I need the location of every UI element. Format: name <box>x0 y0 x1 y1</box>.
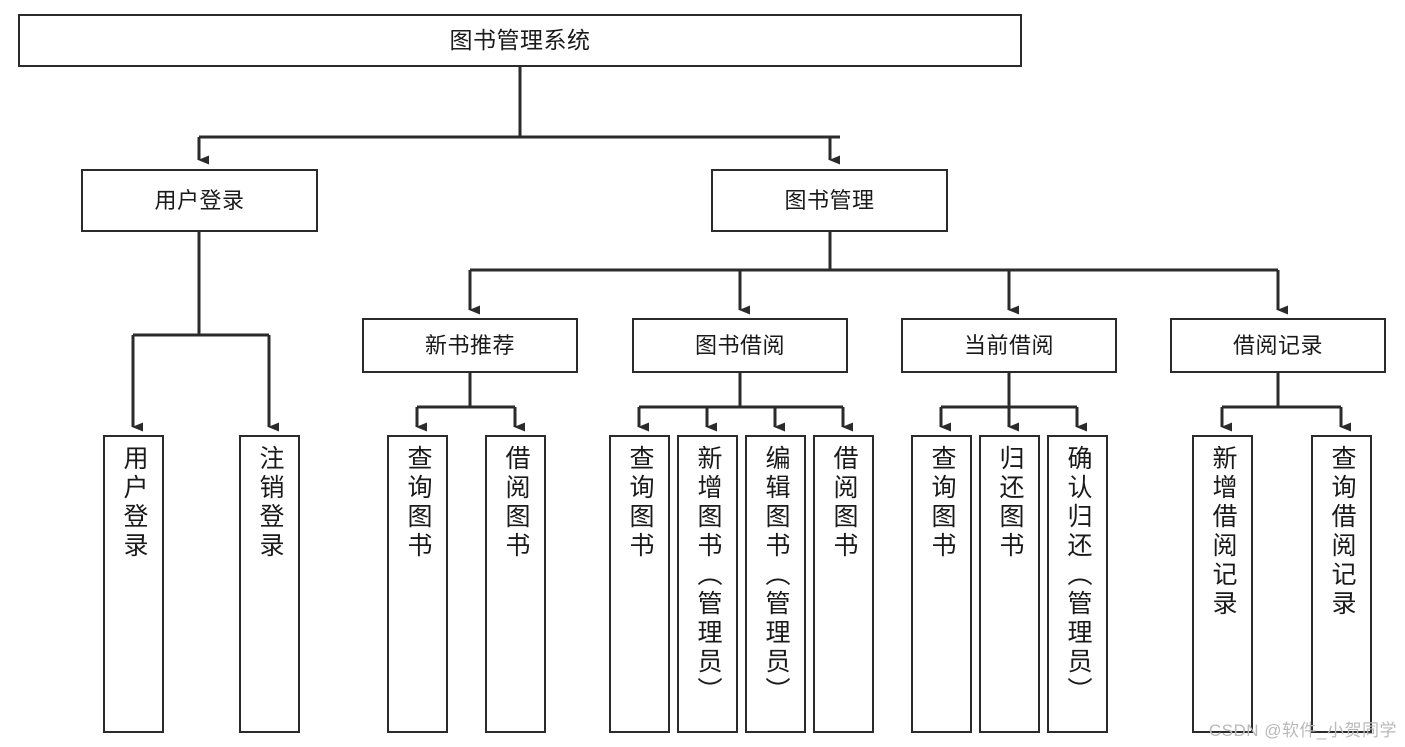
node-label: 图书管理系统 <box>449 26 591 53</box>
node-label: 查询图书 <box>626 445 654 561</box>
node-label: 用户登录 <box>154 187 245 213</box>
node-label: 查询借阅记录 <box>1328 445 1356 619</box>
node-book-borrowing[interactable]: 图书借阅 <box>632 318 848 373</box>
leaf-borrow-book-borrowing[interactable]: 借阅图书 <box>813 435 874 733</box>
node-label: 用户登录 <box>120 445 148 561</box>
leaf-query-borrow-record[interactable]: 查询借阅记录 <box>1311 435 1372 733</box>
node-label: 编辑图书（管理员） <box>762 445 790 706</box>
node-label: 图书管理 <box>784 187 875 213</box>
leaf-add-book-admin[interactable]: 新增图书（管理员） <box>677 435 738 733</box>
node-current-borrowing[interactable]: 当前借阅 <box>901 318 1117 373</box>
leaf-edit-book-admin[interactable]: 编辑图书（管理员） <box>745 435 806 733</box>
node-label: 借阅记录 <box>1232 332 1323 358</box>
leaf-return-book[interactable]: 归还图书 <box>979 435 1040 733</box>
leaf-query-book-current[interactable]: 查询图书 <box>911 435 972 733</box>
node-label: 新增图书（管理员） <box>694 445 722 706</box>
node-label: 借阅图书 <box>830 445 858 561</box>
node-label: 查询图书 <box>404 445 432 561</box>
node-new-book-recommendation[interactable]: 新书推荐 <box>362 318 578 373</box>
leaf-query-book-borrowing[interactable]: 查询图书 <box>609 435 670 733</box>
node-book-management[interactable]: 图书管理 <box>711 169 948 232</box>
node-label: 借阅图书 <box>502 445 530 561</box>
node-user-login[interactable]: 用户登录 <box>81 169 318 232</box>
leaf-add-borrow-record[interactable]: 新增借阅记录 <box>1192 435 1253 733</box>
leaf-user-login[interactable]: 用户登录 <box>103 435 164 733</box>
leaf-borrow-book-recommendation[interactable]: 借阅图书 <box>485 435 546 733</box>
node-label: 新增借阅记录 <box>1209 445 1237 619</box>
node-label: 新书推荐 <box>424 332 515 358</box>
node-label: 注销登录 <box>256 445 284 561</box>
node-root-book-management-system[interactable]: 图书管理系统 <box>18 14 1022 67</box>
node-label: 图书借阅 <box>694 332 785 358</box>
node-label: 确认归还（管理员） <box>1064 445 1092 706</box>
leaf-confirm-return-admin[interactable]: 确认归还（管理员） <box>1047 435 1108 733</box>
node-label: 归还图书 <box>996 445 1024 561</box>
leaf-logout[interactable]: 注销登录 <box>239 435 300 733</box>
node-label: 当前借阅 <box>963 332 1054 358</box>
csdn-watermark: CSDN @软件_小贺同学 <box>1208 721 1397 740</box>
node-borrowing-record[interactable]: 借阅记录 <box>1170 318 1386 373</box>
node-label: 查询图书 <box>928 445 956 561</box>
leaf-query-book-recommendation[interactable]: 查询图书 <box>387 435 448 733</box>
